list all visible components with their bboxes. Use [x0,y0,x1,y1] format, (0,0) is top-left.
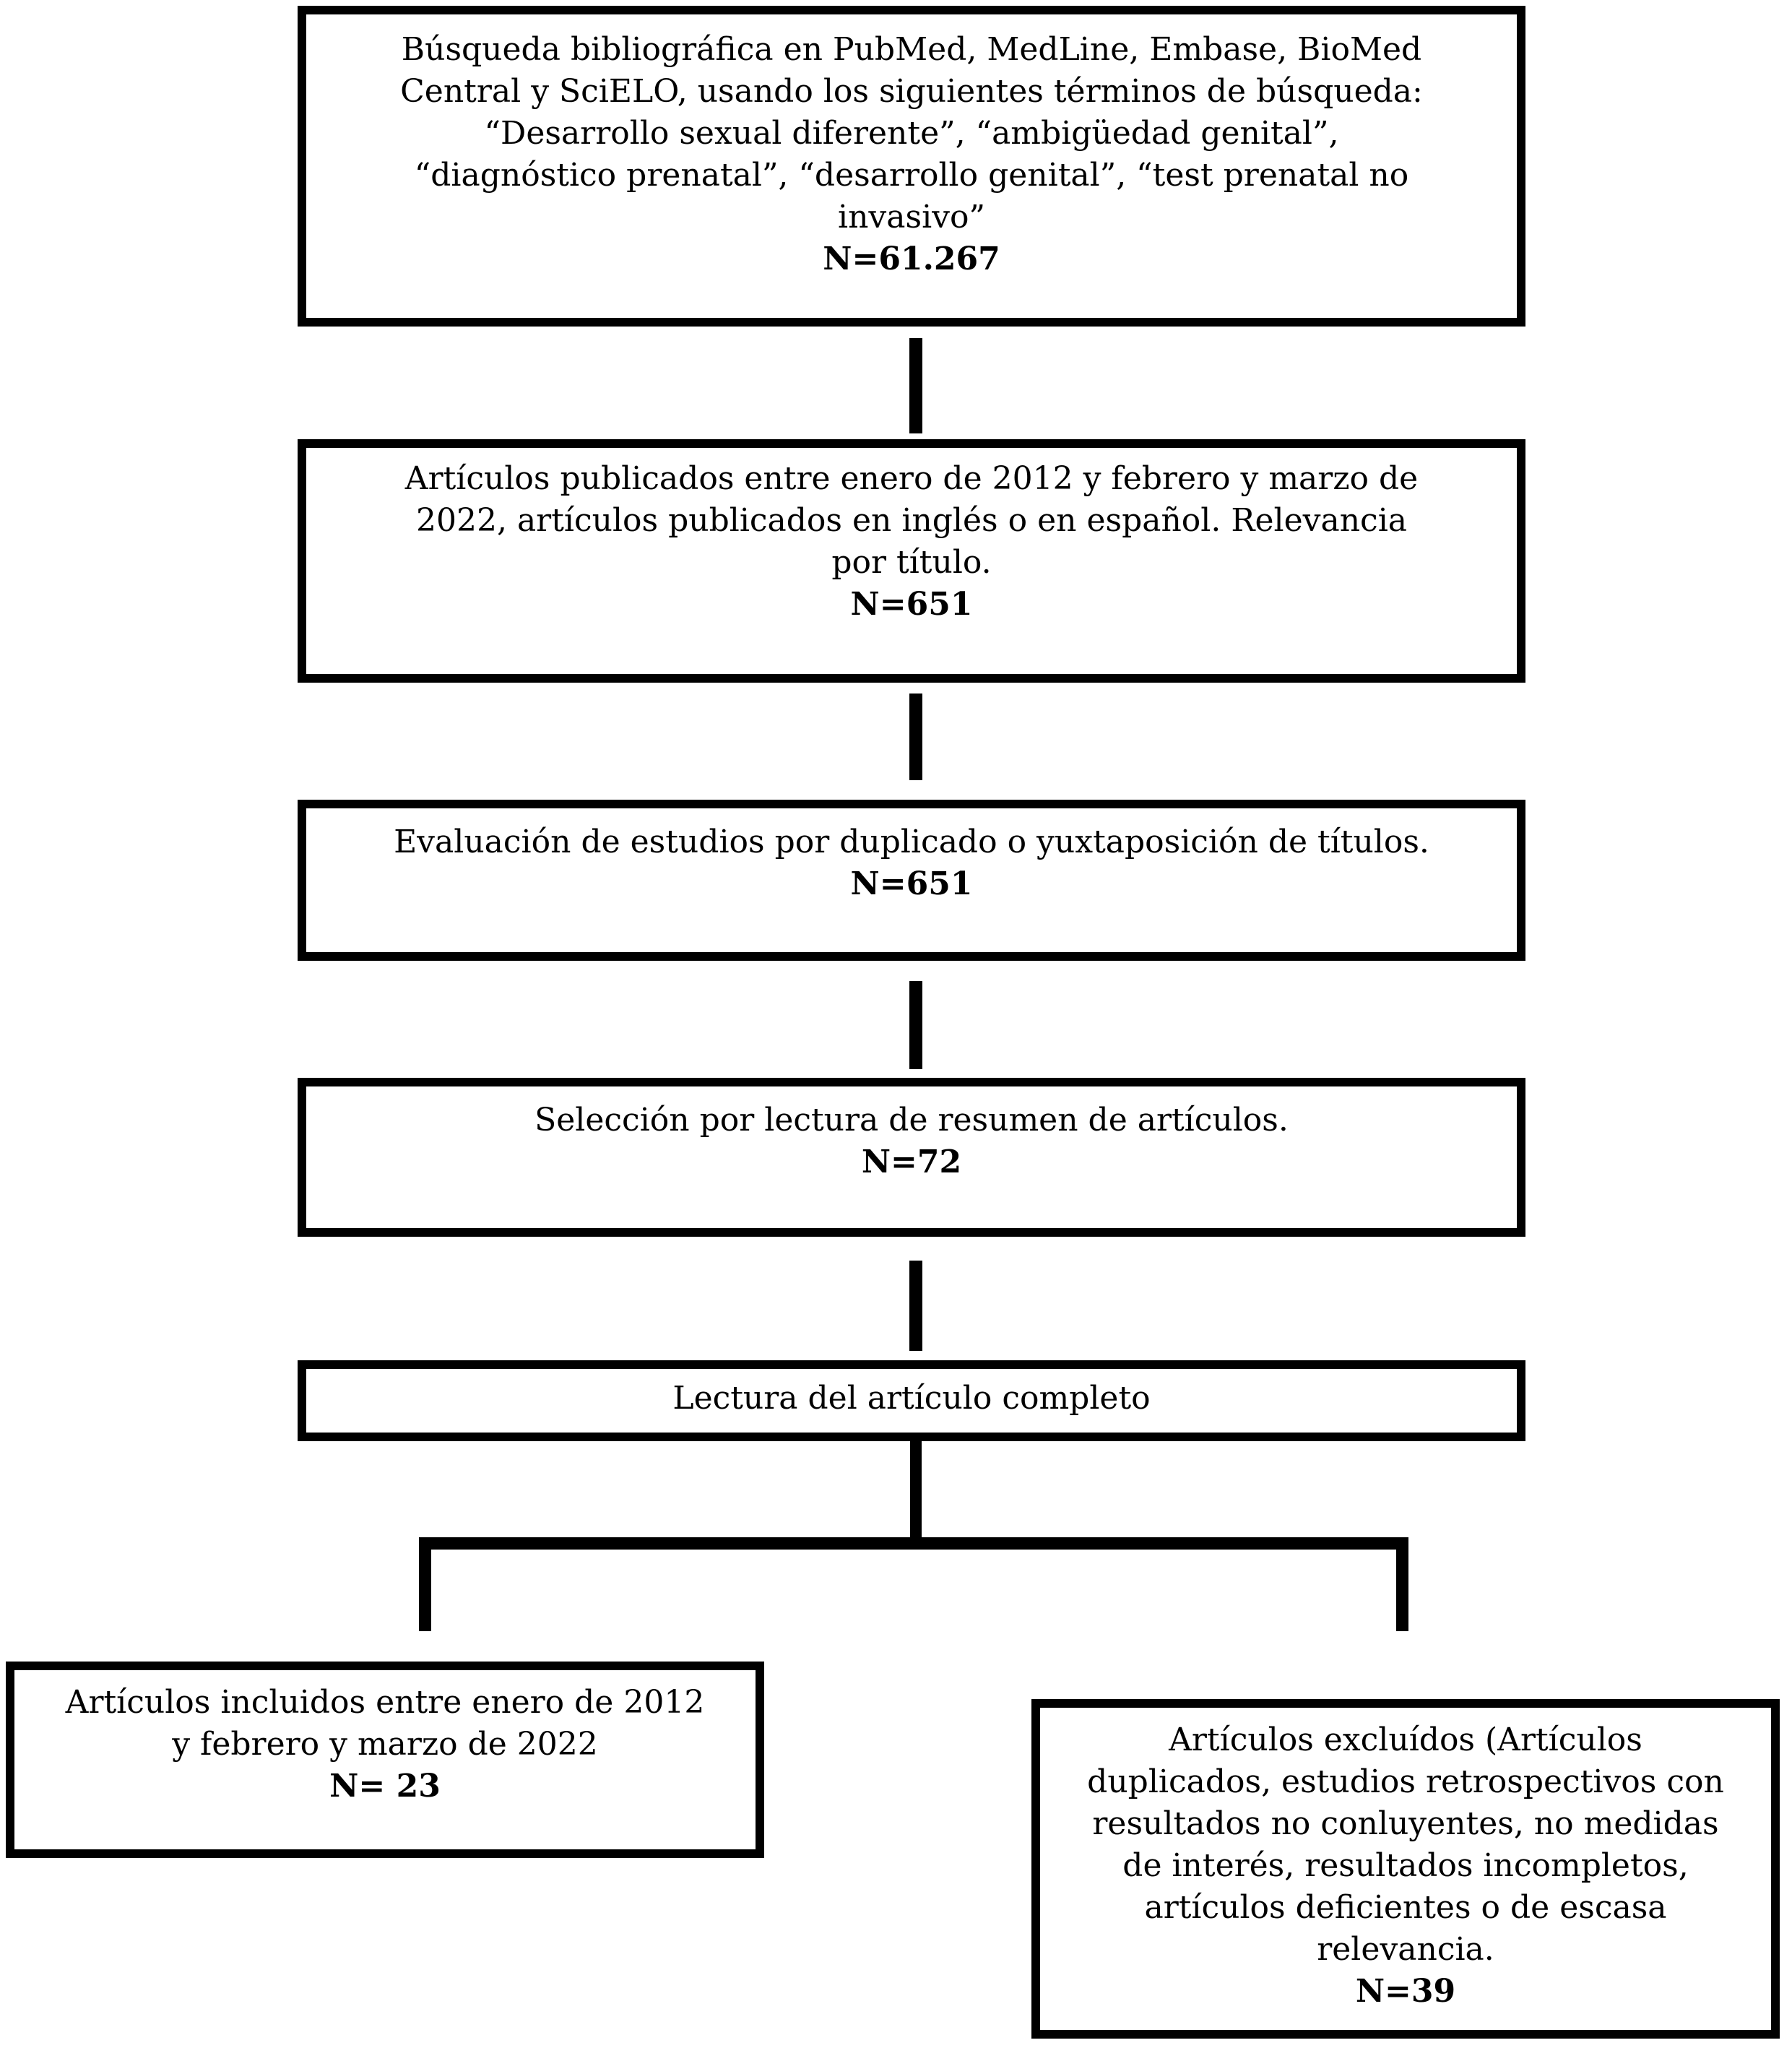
box-text-line: artículos deficientes o de escasa [1144,1889,1667,1926]
connector-search-to-filter [909,338,922,433]
box-text-line: Artículos excluídos (Artículos [1169,1721,1642,1758]
box-text-line: 2022, artículos publicados en inglés o e… [416,502,1407,539]
box-text-line: resultados no conluyentes, no medidas [1092,1805,1719,1842]
box-text-line: Evaluación de estudios por duplicado o y… [394,824,1429,860]
box-text-line: Artículos publicados entre enero de 2012… [404,460,1419,497]
box-filtered-by-date-language: Artículos publicados entre enero de 2012… [298,439,1525,683]
connector-fulltext-stem [910,1441,922,1539]
box-duplicate-evaluation: Evaluación de estudios por duplicado o y… [298,800,1525,961]
box-literature-search: Búsqueda bibliográfica en PubMed, MedLin… [298,6,1525,327]
box-text-line: por título. [831,544,992,581]
box-text-line: invasivo” [838,199,985,236]
box-text-line: Lectura del artículo completo [672,1380,1151,1417]
connector-duplicates-to-abstract [909,981,922,1069]
box-abstract-selection: Selección por lectura de resumen de artí… [298,1078,1525,1237]
count-label: N=651 [850,865,973,902]
connector-filter-to-duplicates [909,694,922,780]
box-text-line: “Desarrollo sexual diferente”, “ambigüed… [484,115,1339,152]
box-text-line: “diagnóstico prenatal”, “desarrollo geni… [414,157,1409,194]
box-excluded-articles: Artículos excluídos (Artículos duplicado… [1031,1699,1780,2039]
count-label: N=61.267 [823,241,1000,277]
box-text-line: relevancia. [1317,1931,1494,1968]
branch-drop-left [419,1537,431,1631]
box-text-line: Selección por lectura de resumen de artí… [534,1102,1289,1139]
box-full-text-reading: Lectura del artículo completo [298,1360,1525,1441]
count-label: N=39 [1355,1973,1456,2010]
box-text-line: Búsqueda bibliográfica en PubMed, MedLin… [401,31,1422,68]
connector-abstract-to-fulltext [909,1261,922,1351]
branch-bar [419,1537,1408,1550]
box-text-line: Artículos incluidos entre enero de 2012 [65,1684,705,1721]
branch-drop-right [1396,1537,1408,1631]
count-label: N= 23 [329,1768,441,1805]
box-text-line: y febrero y marzo de 2022 [172,1726,598,1763]
count-label: N=651 [850,586,973,623]
box-text-line: de interés, resultados incompletos, [1122,1847,1689,1884]
box-text-line: Central y SciELO, usando los siguientes … [400,73,1423,110]
count-label: N=72 [861,1144,962,1180]
box-text-line: duplicados, estudios retrospectivos con [1087,1763,1724,1800]
box-included-articles: Artículos incluidos entre enero de 2012 … [6,1662,764,1858]
